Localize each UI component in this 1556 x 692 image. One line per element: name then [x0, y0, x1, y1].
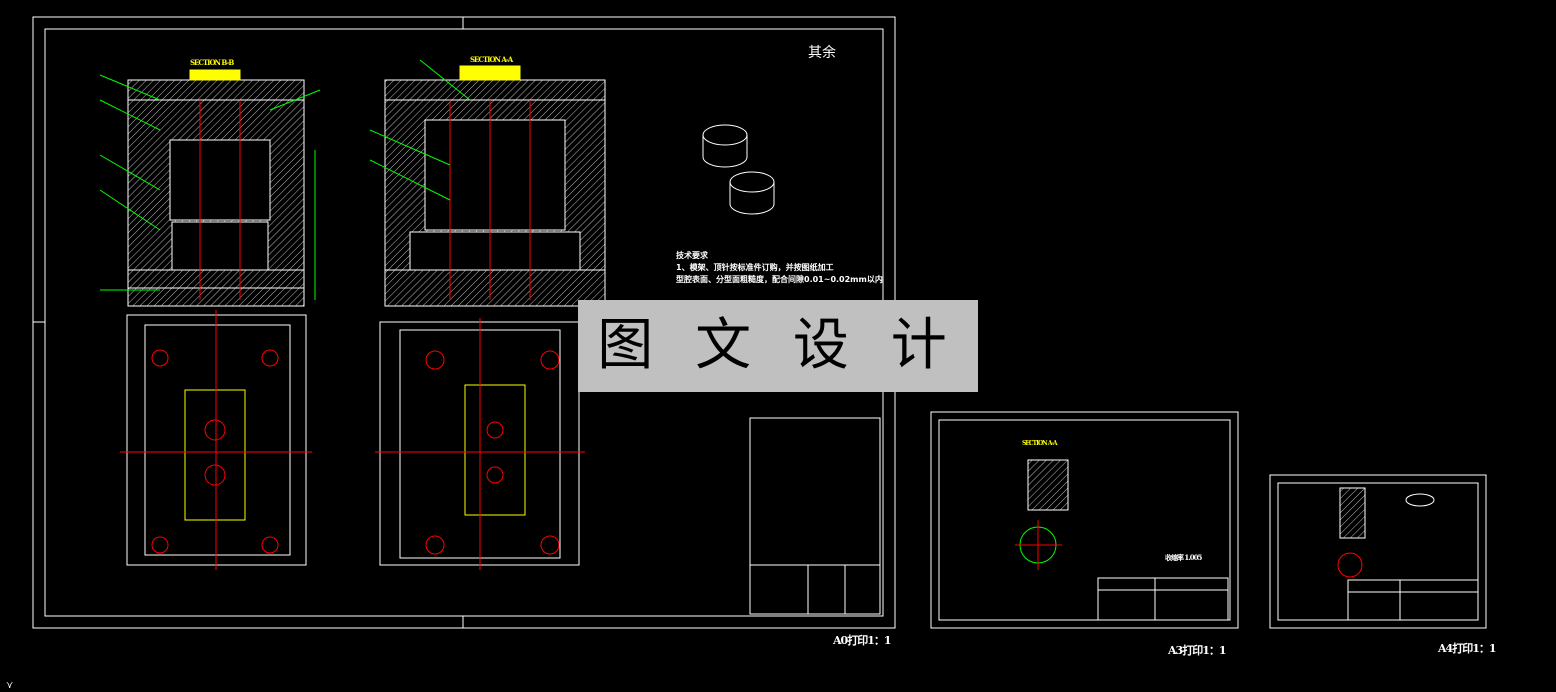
- a4-print-label: A4打印1：1: [1438, 642, 1496, 655]
- section-label: SECTION B-B: [190, 58, 234, 67]
- ucs-icon: ⋎: [6, 680, 14, 691]
- title-block: [749, 417, 881, 615]
- roughness-note: 其余: [808, 45, 836, 61]
- a3-note: 收缩率 1.005: [1165, 553, 1202, 562]
- section-label: SECTION A-A: [470, 55, 513, 64]
- tech-note: 型腔表面、分型面粗糙度，配合间隙0.01~0.02mm以内: [676, 275, 883, 284]
- a0-print-label: A0打印1：1: [833, 634, 891, 647]
- section-label: SECTION A-A: [1022, 440, 1058, 447]
- a4-frame: [1269, 474, 1487, 629]
- tech-notes: 技术要求 1、模架、顶针按标准件订购，并按图纸加工 型腔表面、分型面粗糙度，配合…: [676, 250, 883, 286]
- watermark: 图 文 设 计: [578, 300, 978, 392]
- a3-frame: [930, 411, 1239, 629]
- section-a-a: [384, 65, 606, 307]
- section-b-b: [127, 69, 305, 307]
- leaders: [99, 59, 471, 300]
- watermark-text: 图 文 设 计: [597, 313, 959, 378]
- a3-print-label: A3打印1：1: [1168, 644, 1226, 657]
- tech-note: 1、模架、顶针按标准件订购，并按图纸加工: [676, 263, 834, 272]
- tech-note: 技术要求: [676, 251, 708, 260]
